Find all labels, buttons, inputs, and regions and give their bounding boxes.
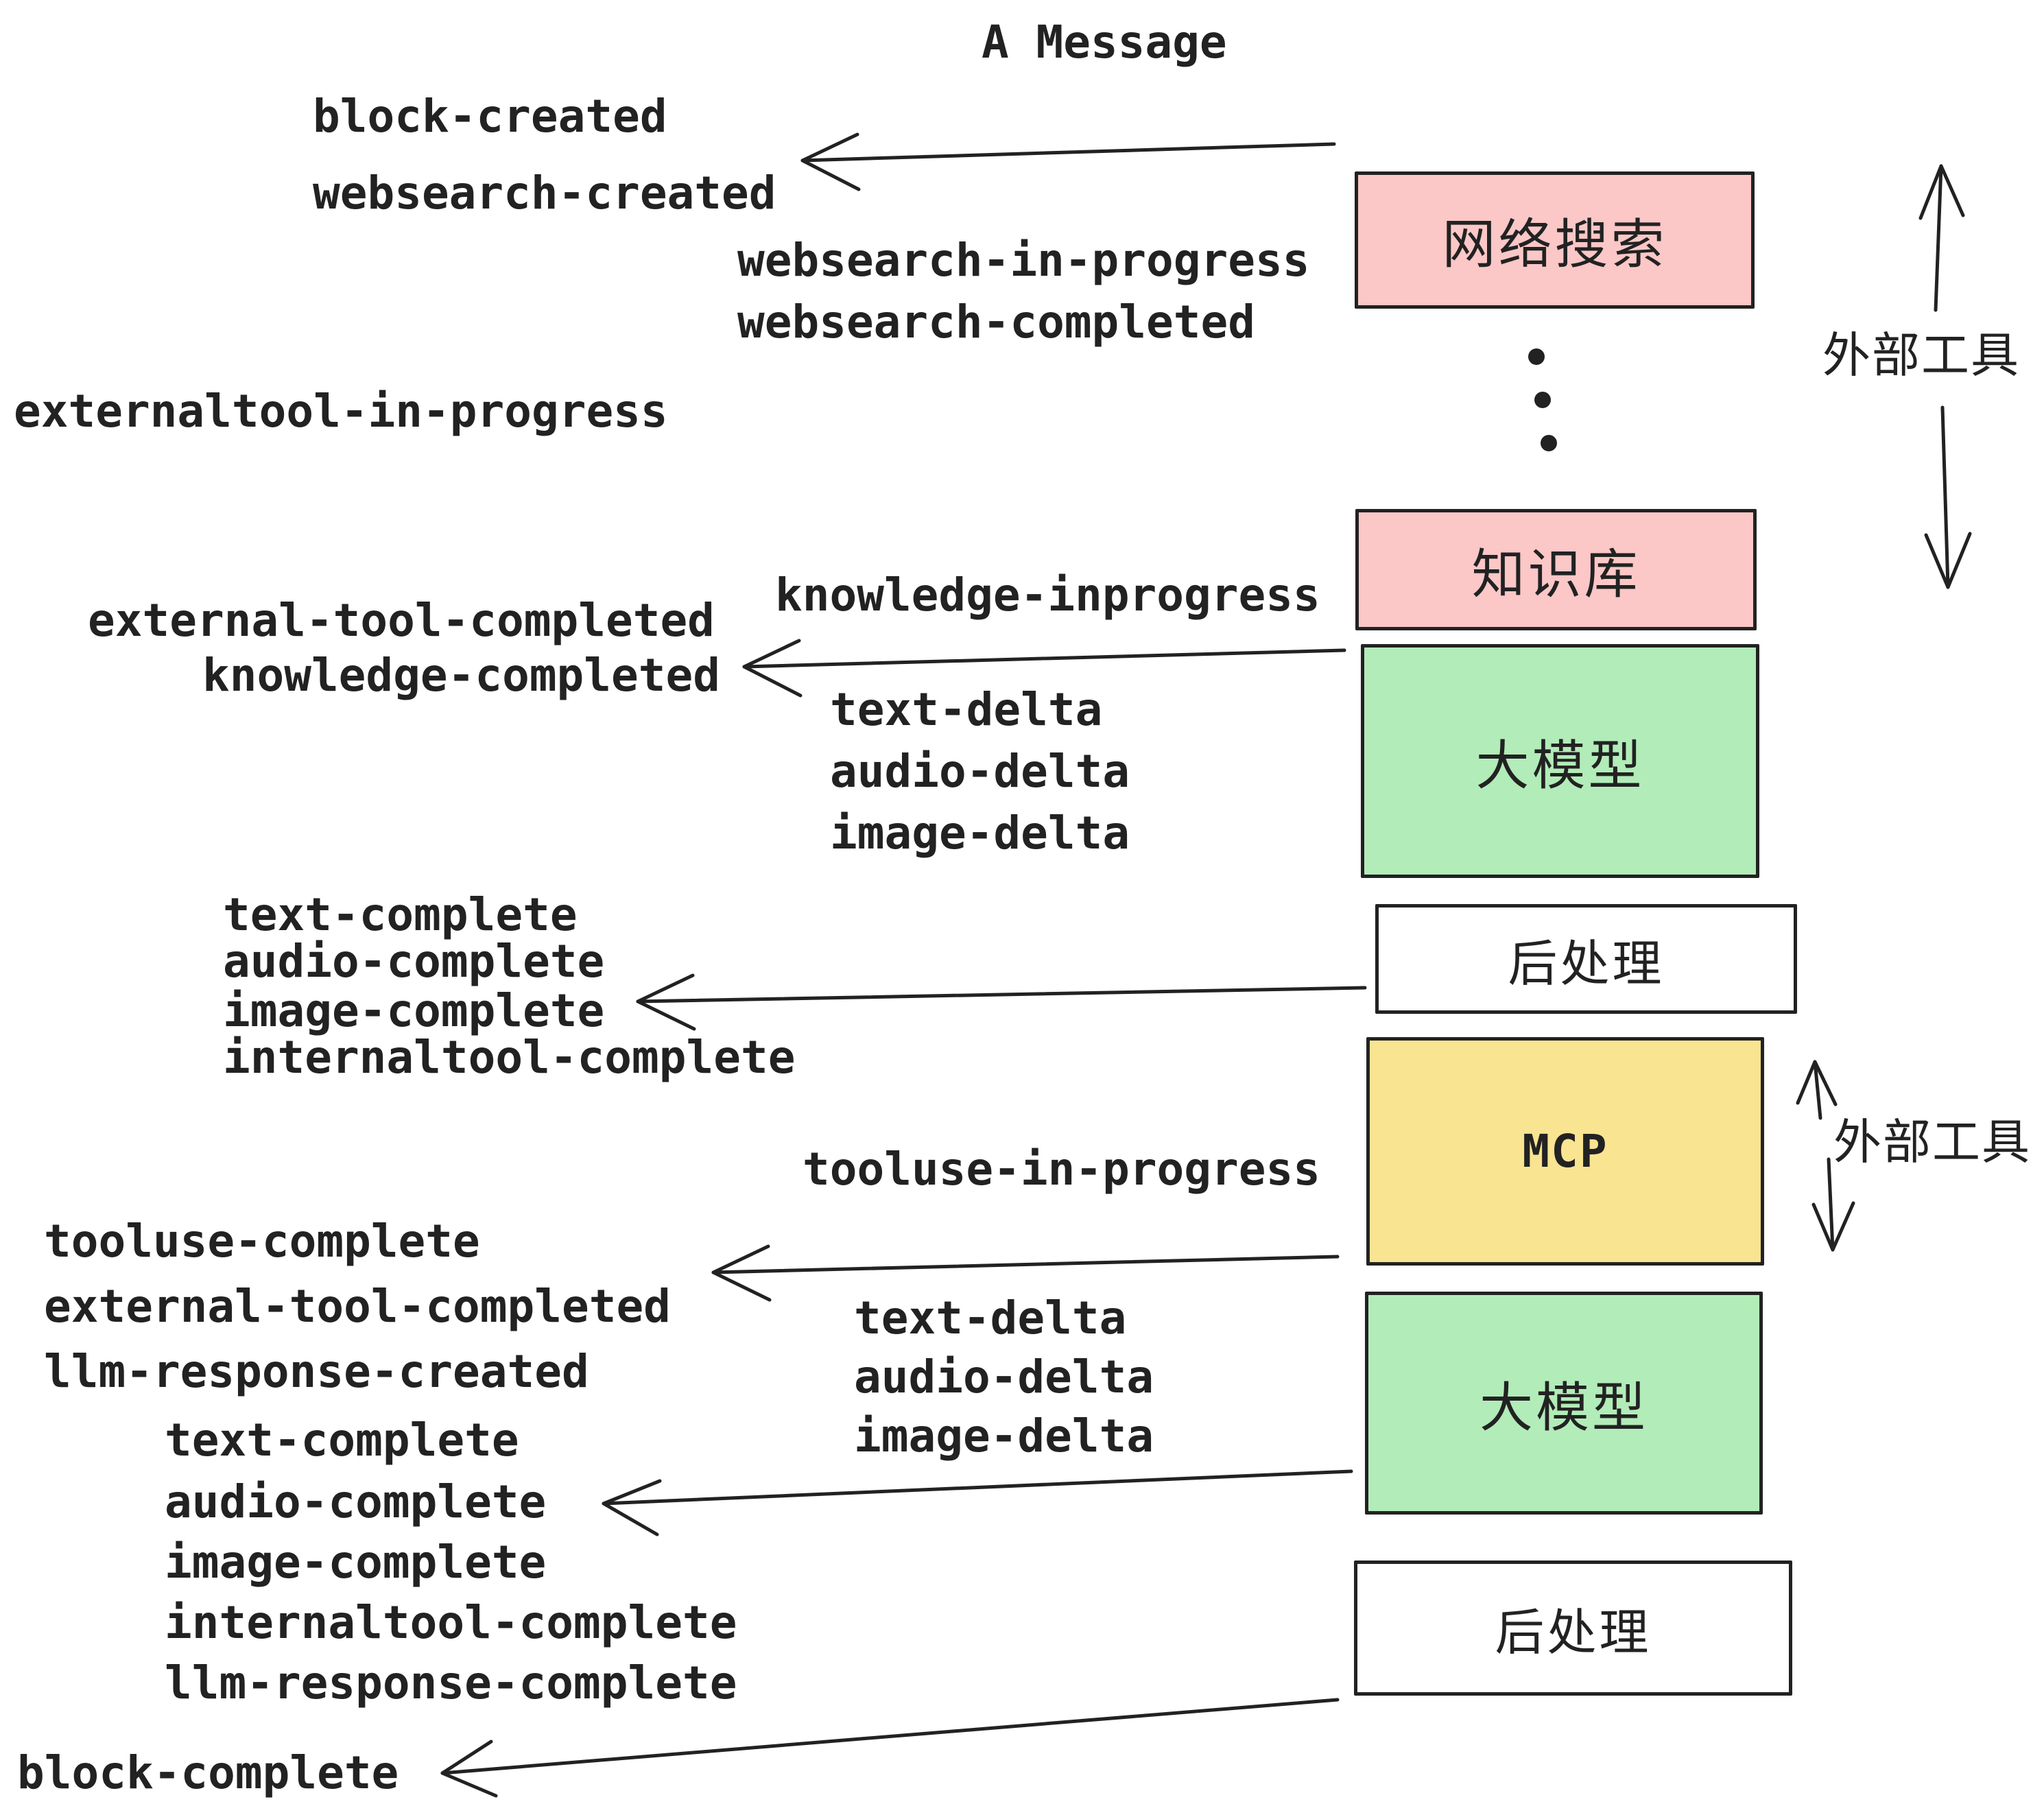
- box-mcp-label: MCP: [1522, 1125, 1608, 1178]
- event-external-tool-completed-1: external-tool-completed: [88, 594, 715, 647]
- ellipsis-dots-icon: [1528, 348, 1557, 451]
- event-internaltool-complete-1: internaltool-complete: [223, 1031, 796, 1084]
- external-tools-2-up-arrow-line: [1813, 1060, 1822, 1120]
- box-postprocess-2-label: 后处理: [1495, 1606, 1652, 1661]
- box-llm-1: 大模型: [1361, 644, 1759, 878]
- event-text-complete-1: text-complete: [223, 888, 578, 941]
- box-llm-1-label: 大模型: [1475, 735, 1645, 796]
- event-block-complete: block-complete: [17, 1746, 399, 1799]
- external-tools-1-up-arrow-head: [1918, 164, 1965, 220]
- event-tooluse-complete: tooluse-complete: [44, 1215, 480, 1268]
- event-text-delta-2: text-delta: [854, 1292, 1127, 1344]
- box-postprocess-1: 后处理: [1375, 904, 1797, 1014]
- event-websearch-in-progress: websearch-in-progress: [737, 234, 1310, 287]
- box-websearch-label: 网络搜索: [1442, 214, 1667, 274]
- event-audio-delta-1: audio-delta: [830, 745, 1130, 798]
- event-image-delta-2: image-delta: [854, 1410, 1154, 1462]
- arrow-knowledge-completed-head: [742, 639, 803, 698]
- external-tools-label-1: 外部工具: [1822, 329, 2020, 382]
- box-knowledge-label: 知识库: [1471, 543, 1641, 604]
- event-tooluse-in-progress: tooluse-in-progress: [803, 1143, 1320, 1196]
- arrow-audio-complete-line: [602, 1469, 1353, 1506]
- event-external-tool-completed-2: external-tool-completed: [44, 1280, 671, 1333]
- external-tools-1-up-arrow-line: [1934, 164, 1943, 312]
- box-knowledge: 知识库: [1355, 509, 1757, 630]
- event-websearch-completed: websearch-completed: [737, 296, 1255, 348]
- event-audio-complete-2: audio-complete: [165, 1475, 547, 1528]
- arrow-image-complete-head: [636, 973, 696, 1031]
- event-knowledge-inprogress: knowledge-inprogress: [775, 569, 1320, 621]
- arrow-audio-complete-head: [602, 1479, 662, 1536]
- box-postprocess-2: 后处理: [1354, 1560, 1792, 1696]
- event-websearch-created: websearch-created: [313, 167, 776, 219]
- arrow-tooluse-complete-line: [711, 1255, 1340, 1274]
- event-text-complete-2: text-complete: [165, 1414, 519, 1467]
- arrow-block-complete-head: [440, 1740, 498, 1798]
- ellipsis-dot-2: [1534, 392, 1551, 408]
- external-tools-1-down-arrow-line: [1940, 405, 1950, 589]
- arrow-block-created-head: [800, 132, 861, 191]
- box-llm-2-label: 大模型: [1479, 1377, 1648, 1438]
- event-image-delta-1: image-delta: [830, 807, 1130, 859]
- ellipsis-dot-1: [1528, 348, 1545, 365]
- event-llm-response-created: llm-response-created: [44, 1345, 589, 1398]
- external-tools-label-2: 外部工具: [1833, 1115, 2031, 1169]
- box-mcp: MCP: [1366, 1037, 1764, 1266]
- arrow-block-created-line: [800, 142, 1336, 163]
- external-tools-2-down-arrow-head: [1811, 1201, 1855, 1252]
- event-llm-response-complete: llm-response-complete: [165, 1657, 737, 1709]
- box-postprocess-1-label: 后处理: [1508, 936, 1665, 992]
- event-audio-delta-2: audio-delta: [854, 1351, 1154, 1403]
- external-tools-1-down-arrow-head: [1924, 532, 1972, 589]
- arrow-tooluse-complete-head: [711, 1244, 772, 1302]
- arrow-block-complete-line: [440, 1698, 1340, 1775]
- event-internaltool-complete-2: internaltool-complete: [165, 1596, 737, 1649]
- event-block-created: block-created: [313, 90, 667, 143]
- event-text-delta-1: text-delta: [830, 683, 1103, 736]
- external-tools-2-down-arrow-line: [1827, 1157, 1835, 1252]
- event-knowledge-completed: knowledge-completed: [202, 649, 720, 702]
- box-websearch: 网络搜索: [1355, 171, 1755, 309]
- ellipsis-dot-3: [1541, 435, 1557, 451]
- arrow-knowledge-completed-line: [742, 648, 1346, 669]
- event-audio-complete-1: audio-complete: [223, 935, 605, 988]
- event-externaltool-in-progress: externaltool-in-progress: [14, 385, 668, 438]
- box-llm-2: 大模型: [1365, 1292, 1763, 1515]
- external-tools-2-up-arrow-head: [1796, 1060, 1838, 1106]
- event-image-complete-2: image-complete: [165, 1536, 547, 1589]
- page-title: A Message: [982, 16, 1227, 69]
- arrow-image-complete-line: [636, 986, 1367, 1004]
- event-image-complete-1: image-complete: [223, 984, 605, 1037]
